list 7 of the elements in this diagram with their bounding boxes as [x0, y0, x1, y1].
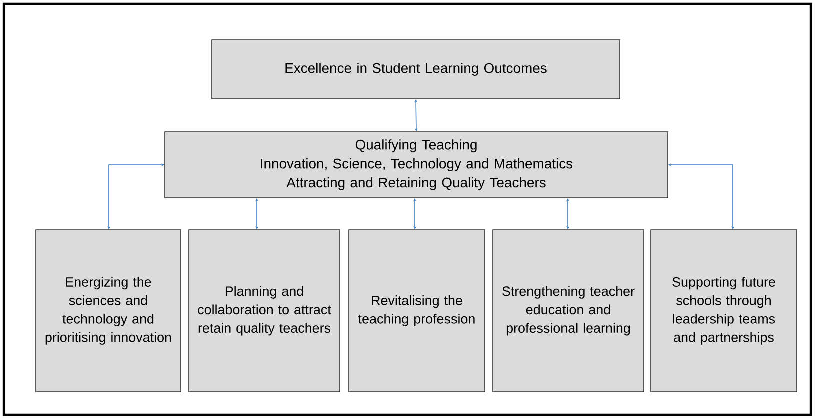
box: Excellence in Student Learning Outcomes — [212, 40, 620, 100]
box: Energizing the sciences and technology and prioritising innovation — [36, 230, 182, 392]
box: Revitalising the teaching profession — [348, 230, 486, 392]
box: Planning and collaboration to attract retain quality teachers — [188, 230, 340, 392]
box: Qualifying Teaching Innovation, Science, Technology and Mathematics Attracting and Retaining Quality Teachers — [164, 132, 668, 198]
box: Supporting future schools through leadership teams and partnerships — [650, 230, 798, 392]
box: Strengthening teacher education and professional learning — [492, 230, 644, 392]
